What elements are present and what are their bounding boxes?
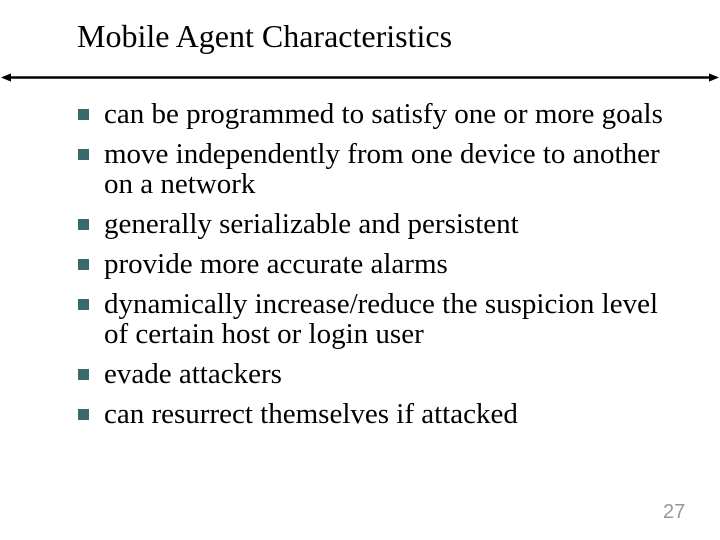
bullet-text-line: dynamically increase/reduce the suspicio… — [104, 288, 659, 320]
bullet-text-line: generally serializable and persistent — [104, 208, 519, 240]
bullet-text-line: on a network — [104, 168, 256, 200]
bullet-text-line: of certain host or login user — [104, 318, 424, 350]
slide-title: Mobile Agent Characteristics — [77, 18, 453, 54]
left-arrowhead-icon — [1, 73, 11, 82]
page-number: 27 — [663, 501, 686, 523]
bullet-item: generally serializable and persistent — [78, 209, 682, 239]
bullet-item: can resurrect themselves if attacked — [78, 399, 682, 429]
bullet-text: evade attackers — [104, 359, 282, 389]
bullet-list: can be programmed to satisfy one or more… — [78, 99, 682, 439]
bullet-square-icon — [78, 149, 89, 160]
bullet-text-line: evade attackers — [104, 358, 282, 390]
bullet-text: can be programmed to satisfy one or more… — [104, 99, 663, 129]
bullet-item: can be programmed to satisfy one or more… — [78, 99, 682, 129]
bullet-square-icon — [78, 369, 89, 380]
bullet-text-line: move independently from one device to an… — [104, 138, 660, 170]
bullet-text: generally serializable and persistent — [104, 209, 519, 239]
bullet-square-icon — [78, 259, 89, 270]
bullet-text: provide more accurate alarms — [104, 249, 448, 279]
bullet-text: can resurrect themselves if attacked — [104, 399, 518, 429]
bullet-text-line: can resurrect themselves if attacked — [104, 398, 518, 430]
bullet-text-line: provide more accurate alarms — [104, 248, 448, 280]
bullet-item: provide more accurate alarms — [78, 249, 682, 279]
divider-arrow-line — [1, 73, 719, 82]
bullet-item: move independently from one device to an… — [78, 139, 682, 199]
bullet-square-icon — [78, 109, 89, 120]
right-arrowhead-icon — [709, 73, 719, 82]
bullet-item: dynamically increase/reduce the suspicio… — [78, 289, 682, 349]
bullet-text: dynamically increase/reduce the suspicio… — [104, 289, 658, 349]
bullet-square-icon — [78, 409, 89, 420]
bullet-square-icon — [78, 299, 89, 310]
bullet-square-icon — [78, 219, 89, 230]
bullet-text: move independently from one device to an… — [104, 139, 660, 199]
bullet-text-line: can be programmed to satisfy one or more… — [104, 98, 663, 130]
bullet-item: evade attackers — [78, 359, 682, 389]
